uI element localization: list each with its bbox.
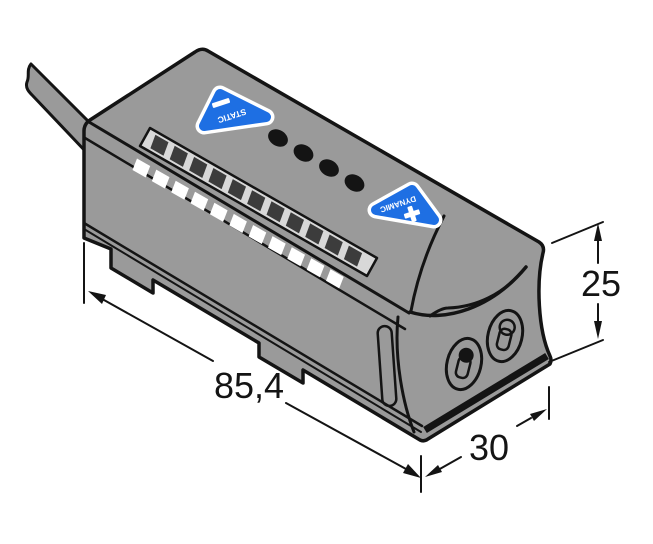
led-indicator [319,159,339,177]
scale-dash [248,225,267,244]
bargraph-segment [189,156,208,178]
scale-dash [171,180,189,200]
width-dim-line-b [516,417,532,427]
scale-dash [209,202,228,222]
length-dim-line-b [285,402,407,470]
width-arrow-right [530,409,547,421]
fiber-port-right[interactable] [482,307,528,366]
dimension-width: 30 [425,386,550,477]
length-arrow-left [88,291,106,304]
front-bottom-band [423,353,549,433]
scale-dash [268,236,286,256]
dimension-length: 85,4 [83,242,422,493]
endcap-side-boundary [395,315,416,434]
bargraph-segment [343,245,363,267]
scale-dashes [132,158,344,289]
bargraph-segments [150,134,363,267]
bargraph-segment [305,223,324,245]
scale-dash [190,191,209,211]
bargraph-segment [169,145,188,167]
height-extension-top [551,221,604,244]
top-near-edge-line [87,120,411,315]
width-dim-line-a [437,456,462,471]
plus-symbol [403,205,421,223]
fiber-port-right-slot [495,327,513,352]
dynamic-button[interactable]: DYNAMIC [367,181,443,229]
width-arrow-left [425,465,442,477]
width-dim-label: 30 [469,427,509,468]
minus-symbol [211,98,231,108]
fiber-port-right-hole [498,318,516,337]
base-band-line-1 [82,221,424,428]
scale-dash [229,213,247,233]
bargraph-segment [247,190,266,212]
clamp-slider[interactable] [376,324,398,408]
bargraph-segment [324,234,343,256]
length-dim-line-a [103,299,214,362]
scale-dash [326,269,344,289]
dimension-height: 25 [548,221,621,363]
scale-dash [151,169,170,189]
height-arrow-top [594,223,602,241]
led-indicators [268,129,365,192]
bargraph-segment [285,212,304,234]
clamp-inner-arc [428,273,521,318]
led-indicator [293,144,314,162]
length-arrow-right [403,464,421,478]
height-extension-bottom [548,339,604,363]
scale-dash [132,158,151,178]
bargraph-segment [227,179,246,201]
led-indicator [344,174,365,192]
scale-dash [306,258,325,278]
bargraph-segment [208,168,227,190]
fiber-port-left-boss [444,336,484,392]
fiber-port-left-hole [458,347,474,363]
base-band-line-2 [83,228,422,433]
height-dim-label: 25 [581,263,621,304]
bargraph-segment [266,201,285,223]
length-dim-label: 85,4 [214,365,284,406]
fiber-port-left[interactable] [441,335,487,394]
led-indicator [268,129,288,147]
bargraph-display [132,126,379,289]
height-arrow-bottom [594,321,602,339]
scale-dash [287,247,305,267]
static-button[interactable]: STATIC [195,85,275,135]
bargraph-segment [150,134,169,156]
